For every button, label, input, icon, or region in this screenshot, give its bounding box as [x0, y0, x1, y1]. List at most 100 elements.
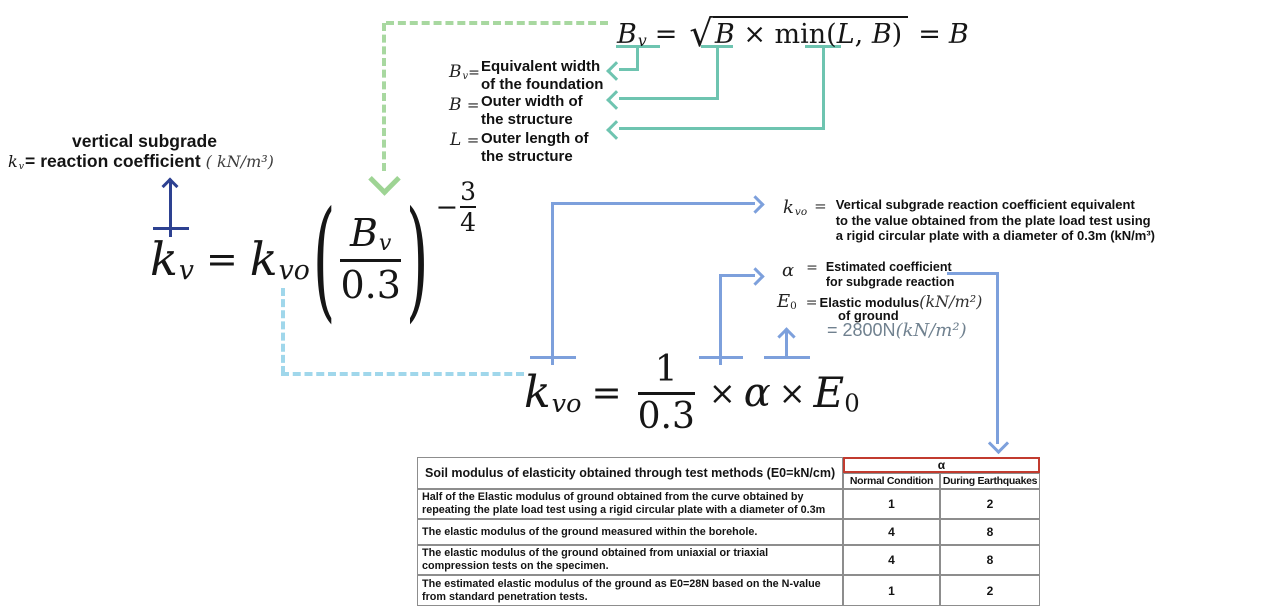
- times-sign: ×: [708, 374, 736, 412]
- kvo-formula: kvo = 1 0.3 × α × E0: [524, 349, 860, 437]
- e0-term: E0: [813, 368, 860, 418]
- teal-path2-v: [716, 45, 719, 100]
- right-paren: ): [405, 182, 429, 336]
- table-row-label: The estimated elastic modulus of the gro…: [417, 575, 843, 606]
- table-row-normal-value: 4: [843, 519, 940, 545]
- radicand: B × min(L, B): [712, 16, 909, 50]
- table-row-normal-value: 1: [843, 489, 940, 519]
- e0-value: = 2800N(kN/m²): [827, 320, 967, 341]
- e0-definition-line1: E0 = Elastic modulus (kN/m²): [777, 291, 982, 312]
- def-bv-text: Equivalent width of the foundation: [481, 58, 604, 93]
- blue-alpha-h: [719, 274, 755, 277]
- blue-e0-foot: [764, 356, 810, 359]
- table-left-header: Soil modulus of elasticity obtained thro…: [417, 457, 843, 489]
- teal-left-arrow1-icon: [606, 61, 626, 81]
- table-row-normal-value: 4: [843, 545, 940, 575]
- e0-unit: (kN/m²): [919, 292, 983, 311]
- times-sign: ×: [778, 374, 806, 412]
- kv-symbol: kv: [8, 152, 24, 172]
- exponent-minus: −: [435, 191, 459, 223]
- exponent-numerator: 3: [460, 176, 477, 206]
- table-row-quake-value: 2: [940, 575, 1040, 606]
- sqrt-icon: √: [689, 12, 713, 55]
- left-paren: (: [312, 182, 336, 336]
- alpha-symbol: α: [782, 260, 795, 281]
- def-l-symbol: L =: [450, 130, 480, 150]
- table-row-quake-value: 8: [940, 545, 1040, 575]
- table-row-label: The elastic modulus of the ground obtain…: [417, 545, 843, 575]
- connector-green-dashed-vertical: [382, 23, 386, 171]
- navy-arrow-v: [169, 182, 172, 229]
- fraction-numerator: 1: [654, 348, 678, 390]
- blue-right-arrow1-icon: [746, 195, 765, 214]
- one-over-03-fraction: 1 0.3: [637, 348, 695, 437]
- navy-foot-stub: [169, 227, 172, 237]
- blue-right-arrow2-icon: [746, 267, 765, 286]
- main-formula: kv = kvo ( Bv 0.3 ) − 3 4: [150, 179, 478, 336]
- equivalent-width-formula: Bv = √ B × min(L, B) = B: [617, 9, 969, 55]
- def-l-text: Outer length of the structure: [481, 130, 589, 165]
- fraction-bar: [637, 391, 695, 395]
- table-alpha-header: α: [843, 457, 1040, 473]
- equals-sign: =: [205, 237, 238, 281]
- bv-term: Bv: [617, 19, 647, 51]
- elastic-modulus-table: Soil modulus of elasticity obtained thro…: [417, 457, 1040, 606]
- blue-up-arrow-icon: [777, 327, 796, 346]
- connector-cyan-dashed-vertical: [281, 288, 285, 374]
- e0-symbol: E0: [777, 291, 797, 312]
- fraction-bar: [340, 258, 401, 262]
- equals-sign: =: [918, 19, 941, 50]
- equals-sign: =: [805, 295, 818, 311]
- exponent-fraction: 3 4: [460, 176, 477, 238]
- teal-path3-v: [822, 45, 825, 130]
- table-col-earthquake: During Earthquakes: [940, 473, 1040, 489]
- equals-sign: =: [654, 19, 678, 50]
- table-row-label: Half of the Elastic modulus of ground ob…: [417, 489, 843, 519]
- exponent-denominator: 4: [460, 208, 477, 238]
- equals-sign: =: [591, 372, 622, 414]
- blue-e0-v: [785, 331, 788, 357]
- fraction-numerator: Bv: [349, 211, 392, 256]
- equals-sign: =: [806, 260, 818, 276]
- blue-kvo-h: [551, 202, 755, 205]
- table-col-normal: Normal Condition: [843, 473, 940, 489]
- alpha-term: α: [743, 370, 771, 416]
- table-row-quake-value: 2: [940, 489, 1040, 519]
- teal-path2-h: [619, 97, 719, 100]
- table-row-quake-value: 8: [940, 519, 1040, 545]
- def-bv-symbol: Bv=: [449, 62, 480, 82]
- fraction-denominator: 0.3: [637, 395, 695, 437]
- fraction-denominator: 0.3: [340, 262, 401, 307]
- def-b-text: Outer width of the structure: [481, 93, 583, 128]
- table-row-label: The elastic modulus of the ground measur…: [417, 519, 843, 545]
- blue-alpha-stub: [719, 356, 722, 365]
- blue-kvo-stub: [551, 356, 554, 365]
- teal-path1-h: [619, 68, 639, 71]
- equals-sign: =: [814, 197, 827, 215]
- kvo-term: kvo: [524, 367, 582, 419]
- kv-label-line1: vertical subgrade: [72, 131, 217, 151]
- blue-table-h: [947, 272, 999, 275]
- kvo-symbol: kvo: [783, 197, 808, 218]
- blue-table-v: [996, 272, 999, 444]
- def-b-symbol: B =: [449, 95, 480, 115]
- result-b: B: [948, 19, 969, 50]
- kv-label-text: reaction coefficient: [40, 151, 201, 171]
- teal-left-arrow3-icon: [606, 120, 626, 140]
- teal-path1-v: [636, 45, 639, 71]
- kvo-definition: kvo = Vertical subgrade reaction coeffic…: [783, 197, 1155, 244]
- e0-definition-text: Elastic modulus: [819, 295, 920, 310]
- teal-path3-h: [619, 127, 825, 130]
- blue-down-arrow-icon: [987, 432, 1010, 455]
- bv-over-03-fraction: Bv 0.3: [340, 211, 401, 307]
- teal-left-arrow2-icon: [606, 90, 626, 110]
- connector-cyan-dashed-horizontal: [281, 372, 524, 376]
- exponent-bar: [460, 205, 477, 209]
- table-row-normal-value: 1: [843, 575, 940, 606]
- alpha-definition: α = Estimated coefficient for subgrade r…: [782, 260, 954, 289]
- blue-alpha-v: [719, 274, 722, 358]
- kv-label-line2: kv= reaction coefficient ( kN/m³): [8, 151, 274, 172]
- alpha-definition-text: Estimated coefficient for subgrade react…: [825, 260, 955, 289]
- e0-definition-line2: of ground: [838, 308, 899, 323]
